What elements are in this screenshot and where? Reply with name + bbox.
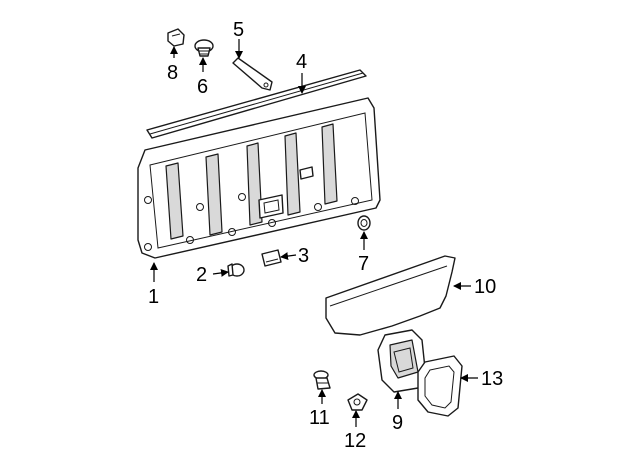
- grommet-part-7: [357, 215, 371, 231]
- retainer-part-12: [347, 393, 368, 411]
- callout-8: 8: [167, 62, 178, 84]
- leader-lines: [150, 39, 478, 427]
- callout-13: 13: [481, 368, 503, 390]
- callout-9: 9: [392, 412, 403, 434]
- clip-part-8: [167, 28, 185, 47]
- pin-part-11: [313, 370, 331, 390]
- molding-strip-part-4: [146, 69, 367, 139]
- screw-part-6: [194, 39, 214, 57]
- callout-1: 1: [148, 286, 159, 308]
- callout-5: 5: [233, 19, 244, 41]
- callout-7: 7: [358, 253, 369, 275]
- bracket-part-5: [232, 57, 273, 91]
- insulator-part-10: [325, 255, 456, 336]
- callout-10: 10: [474, 276, 496, 298]
- clip-part-3: [261, 249, 282, 267]
- trim-panel-part-1: [137, 97, 381, 259]
- callout-6: 6: [197, 76, 208, 98]
- gasket-part-13: [417, 355, 463, 417]
- callout-3: 3: [298, 245, 309, 267]
- callout-2: 2: [196, 264, 207, 286]
- fastener-part-2: [227, 263, 245, 277]
- callout-labels: 1 2 3 4 5 6 7 8 9 10 11 12 13: [148, 19, 503, 452]
- callout-11: 11: [309, 407, 330, 429]
- callout-4: 4: [296, 51, 307, 73]
- housing-part-9: [377, 329, 427, 393]
- callout-12: 12: [344, 430, 366, 452]
